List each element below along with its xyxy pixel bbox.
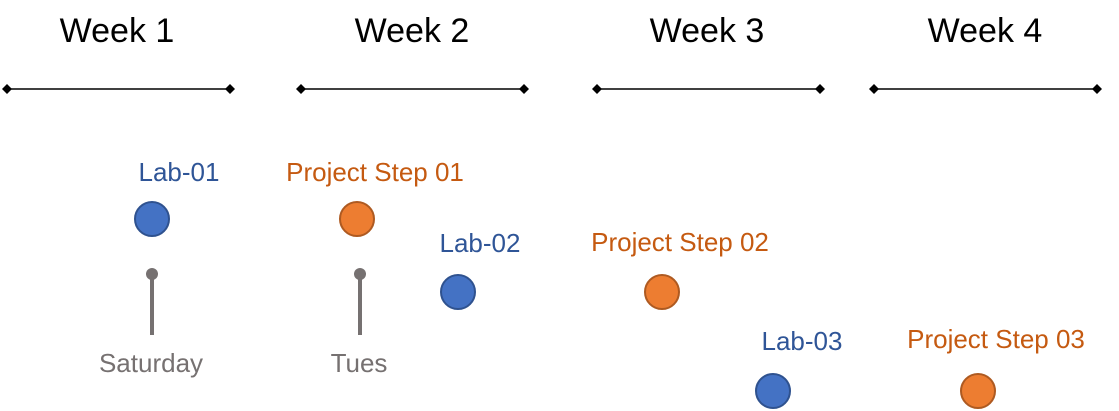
lab-03-marker bbox=[755, 373, 791, 409]
week-3-span bbox=[592, 84, 825, 94]
week-1-title: Week 1 bbox=[59, 12, 175, 50]
week-4-title: Week 4 bbox=[927, 12, 1043, 50]
week-2-span bbox=[296, 84, 529, 94]
project-step-02-label: Project Step 02 bbox=[591, 227, 769, 257]
week-3-title: Week 3 bbox=[649, 12, 765, 50]
tues-label: Tues bbox=[330, 348, 388, 378]
lab-01-marker bbox=[134, 201, 170, 237]
saturday-pin bbox=[146, 268, 158, 335]
lab-01-label: Lab-01 bbox=[138, 157, 220, 187]
lab-02-marker bbox=[440, 274, 476, 310]
week-1-span bbox=[2, 84, 235, 94]
project-step-03-label: Project Step 03 bbox=[907, 324, 1085, 354]
saturday-label: Saturday bbox=[98, 348, 204, 378]
project-step-01-label: Project Step 01 bbox=[286, 157, 464, 187]
project-step-02-marker bbox=[644, 274, 680, 310]
lab-02-label: Lab-02 bbox=[439, 228, 521, 258]
lab-03-label: Lab-03 bbox=[761, 326, 843, 356]
tues-pin bbox=[354, 268, 366, 335]
week-2-title: Week 2 bbox=[354, 12, 470, 50]
week-4-span bbox=[869, 84, 1102, 94]
project-step-01-marker bbox=[339, 201, 375, 237]
project-step-03-marker bbox=[960, 373, 996, 409]
